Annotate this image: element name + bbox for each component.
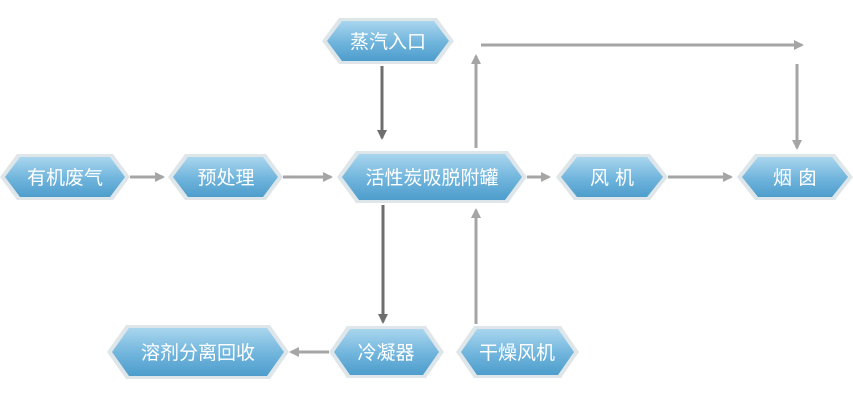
node-organic-waste-gas: 有机废气 [0,154,130,200]
node-pretreatment: 预处理 [168,154,283,200]
node-chimney: 烟 囱 [737,154,853,200]
node-label: 冷凝器 [357,342,414,364]
node-label: 有机废气 [27,167,103,189]
node-label: 干燥风机 [479,342,555,364]
node-label: 预处理 [197,167,254,189]
node-label: 烟 囱 [773,167,817,189]
node-label: 蒸汽入口 [350,31,426,53]
node-label: 风 机 [590,167,634,189]
node-steam-inlet: 蒸汽入口 [322,18,454,64]
node-fan: 风 机 [556,154,668,200]
node-drying-fan: 干燥风机 [456,326,579,378]
node-solvent-recovery: 溶剂分离回收 [107,325,289,379]
node-adsorption-tank: 活性炭吸脱附罐 [337,151,527,203]
node-condenser: 冷凝器 [329,326,444,378]
node-label: 活性炭吸脱附罐 [365,167,498,189]
node-label: 溶剂分离回收 [141,342,255,364]
